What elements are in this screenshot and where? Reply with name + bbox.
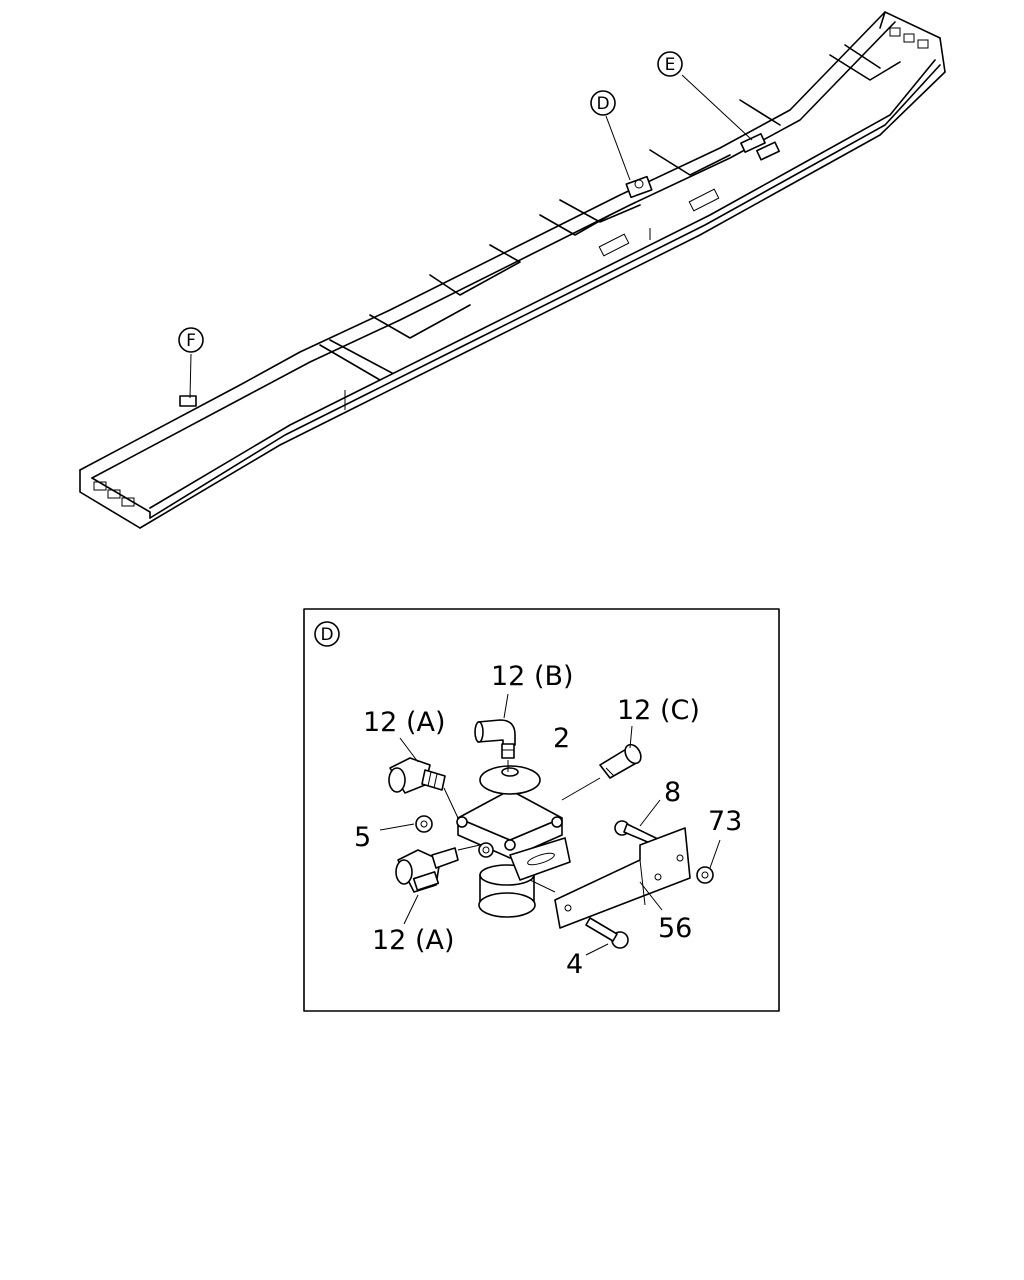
bolt-4 — [585, 917, 629, 949]
fitting-12a-bottom — [395, 847, 459, 893]
fitting-12a-top — [388, 757, 446, 794]
callout-d: D — [590, 90, 616, 116]
relay-valve — [456, 765, 571, 918]
label-56: 56 — [658, 913, 692, 944]
leader-e — [681, 74, 753, 141]
svg-text:D: D — [320, 625, 333, 645]
bracket-56 — [554, 827, 691, 929]
label-2: 2 — [553, 723, 570, 754]
detail-frame — [303, 608, 780, 1012]
fitting-12c — [599, 743, 642, 779]
label-12a-top: 12 (A) — [363, 707, 445, 738]
label-4: 4 — [566, 949, 583, 980]
truck-frame — [79, 11, 946, 529]
label-12b: 12 (B) — [491, 661, 574, 692]
label-73: 73 — [708, 806, 742, 837]
detail-callout: D — [314, 621, 340, 647]
label-12a-bottom: 12 (A) — [372, 925, 454, 956]
leader-d — [605, 115, 631, 181]
callout-f: F — [178, 327, 204, 353]
fitting-12b — [474, 719, 516, 759]
svg-text:F: F — [186, 331, 196, 351]
callout-e: E — [657, 51, 683, 77]
svg-text:E: E — [665, 55, 676, 75]
nut-5 — [415, 815, 433, 833]
leader-f — [189, 353, 192, 399]
svg-text:D: D — [596, 94, 609, 114]
label-5: 5 — [354, 822, 371, 853]
nut-73 — [696, 866, 714, 884]
label-12c: 12 (C) — [617, 695, 700, 726]
label-8: 8 — [664, 777, 681, 808]
